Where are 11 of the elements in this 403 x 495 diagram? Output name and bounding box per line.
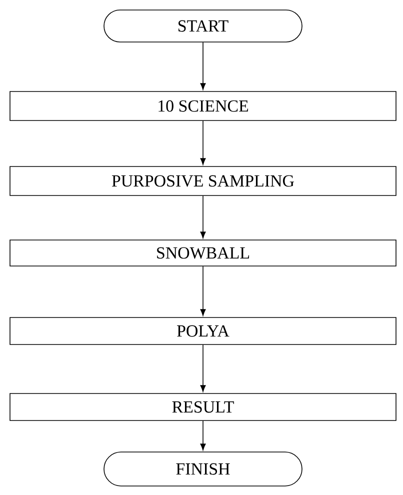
arrow xyxy=(200,420,206,450)
arrow xyxy=(200,266,206,316)
arrow xyxy=(200,344,206,392)
process-box: POLYA xyxy=(10,317,396,345)
process-box: RESULT xyxy=(10,393,396,421)
arrow xyxy=(200,120,206,165)
process-box: PURPOSIVE SAMPLING xyxy=(10,166,396,196)
process-box: SNOWBALL xyxy=(10,240,396,266)
arrow xyxy=(200,196,206,238)
process-box: 10 SCIENCE xyxy=(10,91,396,121)
arrow xyxy=(200,42,206,90)
